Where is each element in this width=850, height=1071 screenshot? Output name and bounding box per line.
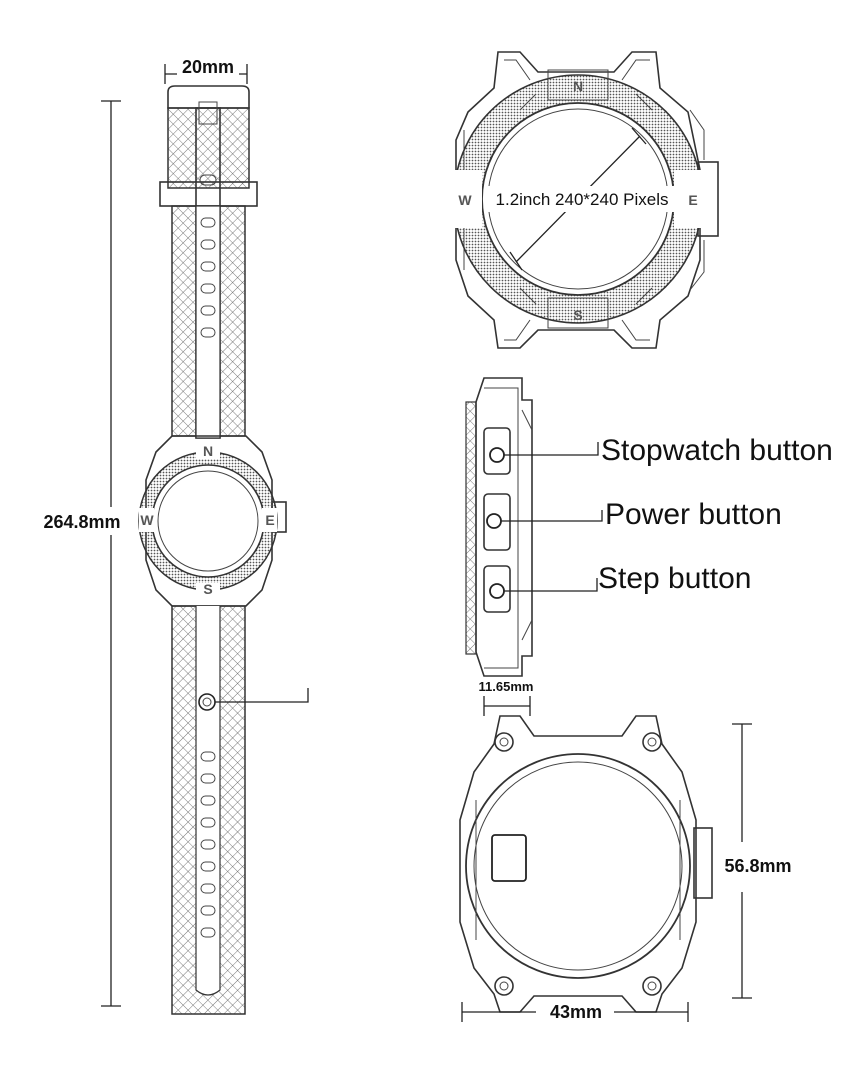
dial-mark-north-small: N (203, 443, 213, 459)
lower-strap (171, 605, 309, 1015)
step-button (483, 565, 511, 613)
thickness-label: 11.65mm (479, 679, 534, 694)
watch-side-view: Stopwatch button Power button Step butto… (465, 377, 833, 716)
dial-mark-south-small: S (203, 581, 212, 597)
dial-mark-east: E (688, 192, 697, 208)
heart-rate-sensor (491, 834, 527, 882)
stopwatch-button (483, 427, 511, 475)
width-dimension: 43mm (461, 1002, 689, 1022)
strap-holes-lower (200, 751, 216, 938)
power-button-label: Power button (605, 498, 782, 531)
height-label: 56.8mm (724, 856, 791, 876)
step-button-label: Step button (598, 562, 751, 595)
dial-mark-west-small: W (140, 512, 154, 528)
dial-mark-south: S (573, 307, 582, 323)
watch-front-full-view: N S E W (43, 56, 309, 1015)
total-length-label: 264.8mm (43, 512, 120, 532)
screen-size-label: 1.2inch 240*240 Pixels (496, 190, 669, 209)
watch-case-small: N S E W (138, 435, 287, 607)
strap-width-dimension: 20mm (164, 56, 248, 84)
strap-width-label: 20mm (182, 57, 234, 77)
upper-strap (159, 85, 258, 439)
height-dimension: 56.8mm (724, 723, 792, 999)
thickness-dimension: 11.65mm (479, 679, 534, 716)
total-length-dimension: 264.8mm (43, 100, 121, 1007)
watch-face-detail: N S E W 1.2inch 240*240 Pixels (452, 51, 719, 349)
watch-back-view: 56.8mm 43mm (459, 715, 792, 1022)
dial-mark-west: W (458, 192, 472, 208)
dial-mark-east-small: E (265, 512, 274, 528)
power-button (483, 493, 511, 551)
strap-holes-upper (200, 217, 216, 338)
stopwatch-button-label: Stopwatch button (601, 434, 833, 467)
dial-mark-north: N (573, 78, 583, 94)
width-label: 43mm (550, 1002, 602, 1022)
